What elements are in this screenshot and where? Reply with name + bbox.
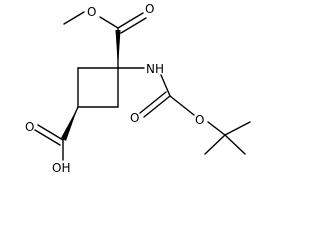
atom-o-ester: O — [87, 5, 96, 19]
tbu-methyl-3 — [204, 134, 226, 155]
atom-nh: NH — [146, 62, 164, 76]
ester-c-o-single — [99, 16, 119, 29]
ester-o-methyl — [63, 11, 85, 25]
atom-o-acid-carbonyl: O — [25, 120, 34, 134]
tbu-methyl-2 — [224, 134, 246, 155]
bonds — [34, 11, 251, 161]
atom-labels: O O NH O O O OH — [25, 2, 204, 175]
acid-c-o-double-2 — [34, 129, 61, 146]
ester-c-o-double-1 — [117, 12, 144, 29]
tbu-methyl-1 — [224, 121, 251, 136]
carbamate-c-o-single — [169, 95, 195, 116]
wedge-bonds — [61, 30, 121, 141]
carbamate-c-o-double-1 — [143, 95, 171, 118]
atom-o-carbamate-ester: O — [195, 113, 204, 127]
molecule-drawing: O O NH O O O OH — [25, 2, 251, 175]
carbamate-o-tbu — [207, 121, 226, 136]
acid-c-o-double-1 — [37, 124, 64, 141]
atom-o-carbamate-carbonyl: O — [130, 111, 139, 125]
wedge-c1-ester — [115, 30, 121, 68]
n-carbonyl-bond — [160, 74, 171, 97]
ester-c-o-double-2 — [120, 17, 147, 34]
carbamate-c-o-double-2 — [139, 91, 167, 114]
wedge-c3-acid — [61, 107, 78, 141]
atom-o-ester-carbonyl: O — [145, 2, 154, 16]
atom-oh-acid: OH — [52, 161, 70, 175]
structure-canvas: O O NH O O O OH — [25, 2, 251, 175]
